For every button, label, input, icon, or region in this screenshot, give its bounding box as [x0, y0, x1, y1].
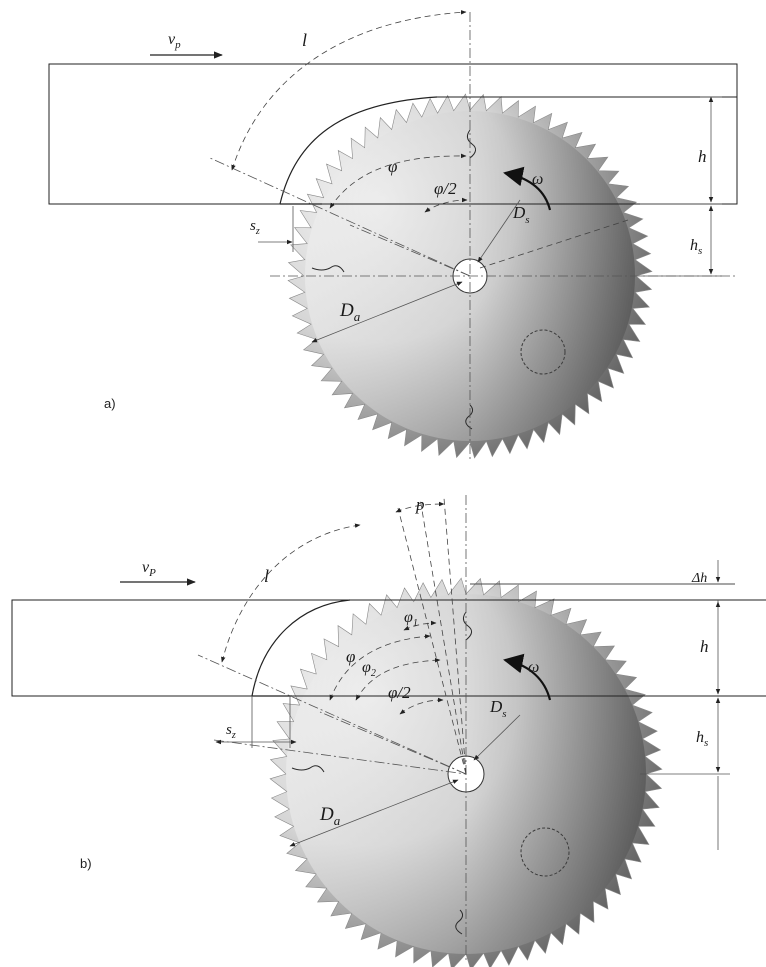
angle-phi-arc-a — [329, 153, 467, 209]
expansion-slot-b-2 — [455, 909, 464, 935]
angle-phi-label-a: φ — [388, 157, 397, 176]
angle-phi2-label-b: φ2 — [362, 659, 376, 679]
inner-diameter-line-a — [477, 199, 521, 263]
cut-height-label-b: h — [700, 637, 709, 656]
figure-b: vP l p φ1 φ φ2 φ/2 ω Ds Δh h hs sz Da b) — [11, 495, 766, 967]
expansion-slot-b-3 — [291, 765, 325, 773]
delta-h-label-b: Δh — [691, 571, 707, 586]
angle-half-phi-arc-a — [424, 197, 468, 213]
expansion-slot-a-2 — [465, 404, 474, 430]
figure-a: vp l φ φ/2 ω Ds h hs sz Da a) — [48, 10, 738, 460]
angle-phi1-label-b: φ1 — [404, 609, 418, 629]
radial-line-half-phi-b — [319, 711, 467, 775]
blade-diameter-line-b — [289, 779, 459, 847]
blade-diameter-label-b: Da — [319, 804, 341, 828]
arc-length-l-a — [231, 10, 467, 171]
omega-label-a: ω — [532, 171, 543, 188]
inner-diameter-label-b: Ds — [489, 697, 507, 720]
blade-diameter-line-a — [311, 281, 463, 343]
angle-phi1-arc-b — [403, 620, 437, 631]
radial-line-phi-a — [209, 157, 471, 277]
panel-label-a: a) — [104, 396, 116, 411]
angle-phi-label-b: φ — [346, 647, 355, 666]
angle-half-phi-arc-b — [399, 697, 444, 715]
inner-diameter-label-a: Ds — [512, 203, 530, 226]
ds-extension-a — [479, 219, 629, 269]
arc-length-l-b — [221, 523, 361, 663]
setting-height-label-b: hs — [696, 729, 708, 749]
setting-height-label-a: hs — [690, 237, 702, 257]
feed-velocity-label-a: vp — [168, 31, 181, 51]
omega-label-b: ω — [528, 659, 539, 676]
expansion-slot-b-1 — [462, 611, 472, 641]
radial-line-phi1-b — [397, 507, 467, 775]
radial-line-phi-b — [197, 654, 467, 775]
angle-phi-arc-b — [329, 634, 431, 701]
expansion-slot-a-1 — [466, 129, 476, 159]
rotation-arrow-a — [503, 166, 552, 211]
blade-label-circle-b — [520, 827, 570, 877]
expansion-slot-a-3 — [311, 265, 345, 273]
feed-velocity-label-b: vP — [142, 559, 156, 579]
inner-diameter-line-b — [473, 714, 521, 761]
radial-line-phi2-b — [419, 497, 467, 775]
horizontal-center-line-b — [213, 739, 467, 775]
angle-half-phi-label-a: φ/2 — [434, 179, 457, 198]
angle-phi2-arc-b — [355, 657, 441, 701]
pitch-label-b: p — [415, 495, 425, 514]
radial-line-half-phi-a — [349, 224, 471, 277]
tooth-feed-label-a: sz — [250, 218, 260, 237]
angle-half-phi-label-b: φ/2 — [388, 683, 411, 702]
blade-diameter-label-a: Da — [339, 300, 361, 324]
radial-line-pitch-b — [443, 497, 467, 775]
pitch-arc-b — [395, 501, 445, 513]
arc-length-label-b: l — [264, 566, 269, 586]
rotation-arrow-b — [503, 653, 552, 701]
cut-height-label-a: h — [698, 147, 707, 166]
tooth-feed-label-b: sz — [226, 722, 236, 741]
arc-length-label-a: l — [302, 30, 307, 50]
blade-label-circle-a — [520, 329, 566, 375]
panel-label-b: b) — [80, 856, 92, 871]
